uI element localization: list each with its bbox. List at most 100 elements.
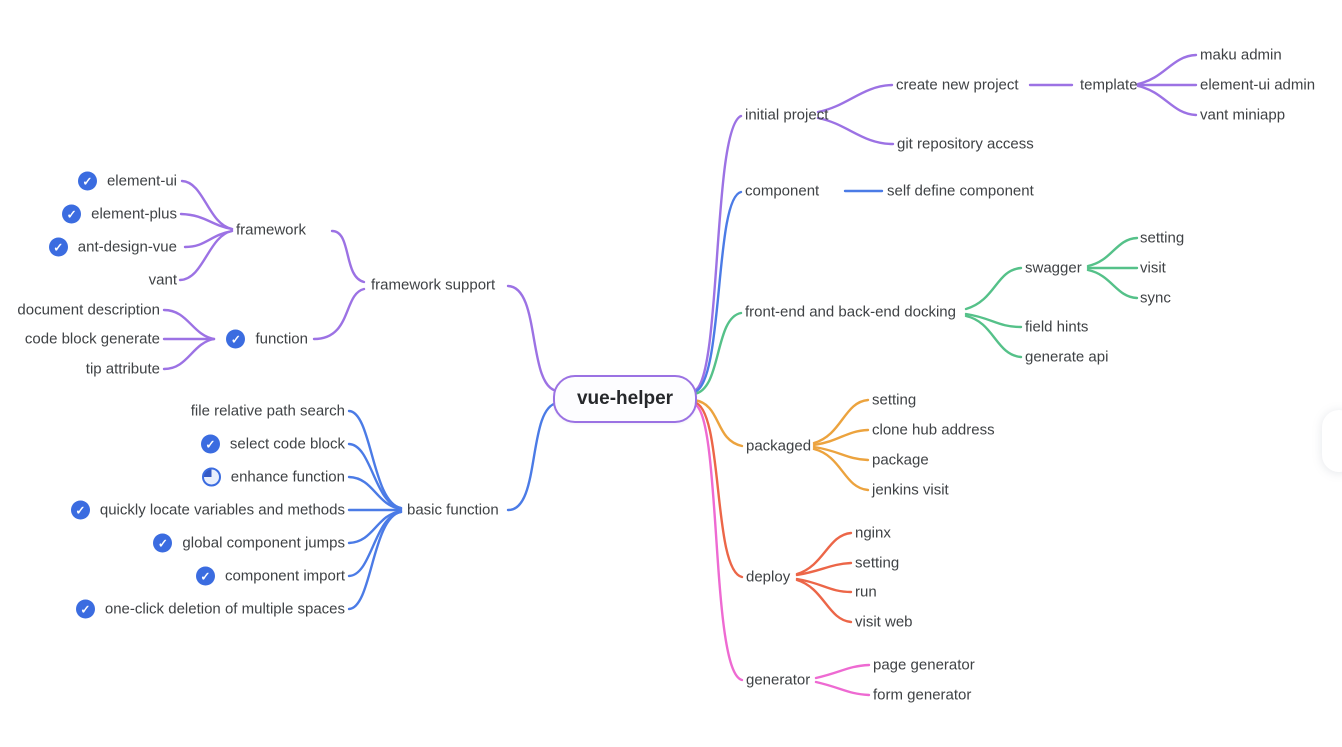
node-clone-hub-address[interactable]: clone hub address [872,422,995,439]
node-label: deploy [746,568,791,586]
node-label: package [872,451,929,469]
node-label: swagger [1025,259,1082,277]
node-framework[interactable]: framework [236,222,306,239]
node-label: git repository access [897,135,1034,153]
check-icon: ✓ [226,329,246,349]
node-label: initial project [745,106,829,124]
branch-docking-edges [692,236,1139,396]
node-template[interactable]: template [1080,77,1138,94]
node-global-component-jumps[interactable]: ✓ global component jumps [153,533,345,553]
node-initial-project[interactable]: initial project [745,107,828,124]
check-icon: ✓ [62,204,82,224]
branch-framework-support-edges [162,179,559,393]
node-form-generator[interactable]: form generator [873,687,971,704]
node-label: element-ui [106,172,177,190]
node-git-repository-access[interactable]: git repository access [897,136,1034,153]
node-label: create new project [896,76,1019,94]
node-code-block-generate[interactable]: code block generate [25,331,160,348]
node-field-hints[interactable]: field hints [1025,319,1088,336]
node-package[interactable]: package [872,452,929,469]
node-label: basic function [407,501,499,519]
check-icon: ✓ [75,599,95,619]
node-label: file relative path search [190,402,345,420]
node-packaged[interactable]: packaged [746,438,811,455]
node-visit-web[interactable]: visit web [855,614,913,631]
node-label: global component jumps [182,534,345,552]
check-icon: ✓ [70,500,90,520]
node-create-new-project[interactable]: create new project [896,77,1019,94]
node-ant-design-vue[interactable]: ✓ ant-design-vue [48,237,177,257]
node-label: framework support [371,276,496,294]
node-maku-admin[interactable]: maku admin [1200,47,1282,64]
node-select-code-block[interactable]: ✓ select code block [200,434,345,454]
node-front-end-and-back-end-docking[interactable]: front-end and back-end docking [745,304,956,321]
node-quickly-locate-variables-and-methods[interactable]: ✓ quickly locate variables and methods [70,500,345,520]
node-label: quickly locate variables and methods [99,501,345,519]
node-label: page generator [873,656,975,674]
root-label: vue-helper [576,388,674,409]
node-vant[interactable]: vant [149,272,177,289]
node-label: ant-design-vue [77,238,177,256]
node-label: one-click deletion of multiple spaces [104,600,345,618]
node-label: framework [236,221,307,239]
node-component[interactable]: component [745,183,819,200]
node-label: tip attribute [85,360,160,378]
node-label: setting [872,391,917,409]
node-element-ui[interactable]: ✓ element-ui [77,171,177,191]
node-label: jenkins visit [872,481,949,499]
node-generate-api[interactable]: generate api [1025,349,1108,366]
node-label: setting [1140,229,1185,247]
node-enhance-function[interactable]: enhance function [201,467,345,487]
node-vant-miniapp[interactable]: vant miniapp [1200,107,1285,124]
node-swagger-setting[interactable]: setting [1140,230,1184,247]
node-label: self define component [887,182,1034,200]
node-page-generator[interactable]: page generator [873,657,975,674]
node-label: sync [1140,289,1171,307]
branch-component-edges [692,189,884,394]
node-run[interactable]: run [855,584,877,601]
node-swagger-sync[interactable]: sync [1140,290,1171,307]
node-label: element-ui admin [1200,76,1316,94]
node-deploy-setting[interactable]: setting [855,555,899,572]
node-label: component [745,182,820,200]
node-one-click-deletion-of-multiple-spaces[interactable]: ✓ one-click deletion of multiple spaces [75,599,345,619]
node-element-plus[interactable]: ✓ element-plus [62,204,177,224]
node-basic-function[interactable]: basic function [407,502,499,519]
collapsed-toolbar-handle[interactable] [1322,410,1342,472]
node-tip-attribute[interactable]: tip attribute [86,361,160,378]
branch-deploy-edges [692,400,853,624]
node-swagger-visit[interactable]: visit [1140,260,1166,277]
branch-packaged-edges [692,398,870,492]
node-label: visit [1140,259,1166,277]
node-element-ui-admin[interactable]: element-ui admin [1200,77,1315,94]
branch-initial-project-edges [692,53,1198,393]
node-nginx[interactable]: nginx [855,525,891,542]
root-node-vue-helper[interactable]: vue-helper [553,375,697,423]
node-label: run [855,583,877,601]
node-framework-support[interactable]: framework support [371,277,495,294]
branch-basic-function-edges [347,401,559,611]
node-deploy[interactable]: deploy [746,569,790,586]
node-jenkins-visit[interactable]: jenkins visit [872,482,949,499]
node-label: front-end and back-end docking [745,303,956,321]
check-icon: ✓ [153,533,173,553]
node-label: document description [17,301,160,319]
node-generator[interactable]: generator [746,672,810,689]
node-packaged-setting[interactable]: setting [872,392,916,409]
node-label: template [1080,76,1138,94]
node-label: clone hub address [872,421,995,439]
pie-progress-icon [201,467,221,487]
node-function[interactable]: ✓ function [226,329,308,349]
node-label: element-plus [91,205,177,223]
node-swagger[interactable]: swagger [1025,260,1082,277]
node-label: enhance function [230,468,345,486]
node-file-relative-path-search[interactable]: file relative path search [191,403,345,420]
node-self-define-component[interactable]: self define component [887,183,1034,200]
check-icon: ✓ [77,171,97,191]
node-label: vant [148,271,177,289]
node-document-description[interactable]: document description [17,302,160,319]
node-component-import[interactable]: ✓ component import [195,566,345,586]
node-label: visit web [855,613,913,631]
